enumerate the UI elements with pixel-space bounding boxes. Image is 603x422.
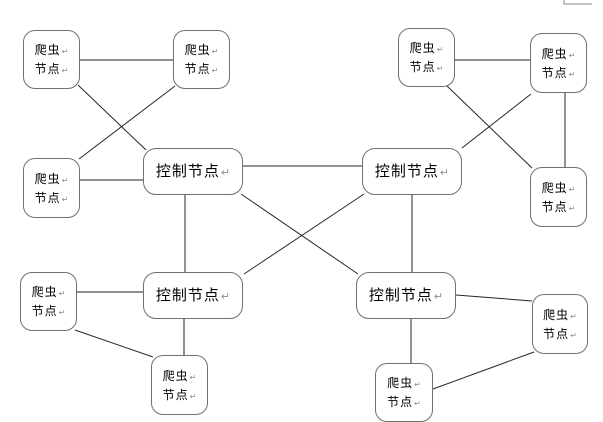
paragraph-mark: ↵	[61, 194, 69, 204]
control-node-2[interactable]: 控制节点↵	[362, 148, 462, 195]
crawler-node-label-line1: 爬虫↵	[541, 46, 576, 61]
crawler-node-label-line2: 节点↵	[31, 304, 66, 318]
control-node-label: 控制节点↵	[155, 163, 231, 180]
crawler-node-top-right-a[interactable]: 爬虫↵ 节点↵	[398, 28, 455, 87]
crawler-node-label-line1: 爬虫↵	[543, 307, 577, 322]
crawler-node-label-line1: 爬虫↵	[162, 368, 197, 383]
crawler-node-top-left-b[interactable]: 爬虫↵ 节点↵	[173, 30, 230, 89]
crawler-node-top-left-a[interactable]: 爬虫↵ 节点↵	[23, 30, 80, 89]
crawler-node-label-line2: 节点↵	[541, 65, 576, 80]
crawler-node-label-line2: 节点↵	[387, 395, 421, 409]
crawler-node-label-line2: 节点↵	[34, 190, 69, 205]
edge-control-2-control-3	[243, 193, 365, 275]
paragraph-mark: ↵	[61, 47, 69, 56]
paragraph-mark: ↵	[189, 372, 197, 382]
paragraph-mark: ↵	[414, 399, 421, 408]
edge-bottom-right-bc-right	[432, 351, 535, 390]
paragraph-mark: ↵	[189, 391, 197, 401]
crawler-node-mid-left[interactable]: 爬虫↵ 节点↵	[23, 158, 80, 218]
crawler-node-label-line1: 爬虫↵	[541, 180, 576, 195]
paragraph-mark: ↵	[220, 291, 231, 303]
edge-bottom-left-bc-left	[74, 329, 154, 358]
paragraph-mark: ↵	[61, 175, 69, 185]
paragraph-mark: ↵	[211, 66, 219, 75]
crawler-node-label-line1: 爬虫↵	[387, 376, 421, 390]
cropped-shape-remnant	[563, 0, 592, 5]
paragraph-mark: ↵	[58, 289, 66, 298]
paragraph-mark: ↵	[436, 45, 444, 54]
paragraph-mark: ↵	[220, 167, 231, 179]
crawler-node-bottom-center-right[interactable]: 爬虫↵ 节点↵	[375, 363, 433, 422]
edge-control-4-bottom-right	[455, 294, 533, 302]
paragraph-mark: ↵	[570, 330, 577, 340]
control-node-3[interactable]: 控制节点↵	[143, 272, 243, 319]
crawler-node-label-line2: 节点↵	[541, 199, 576, 214]
crawler-node-bottom-right[interactable]: 爬虫↵ 节点↵	[532, 294, 588, 354]
paragraph-mark: ↵	[58, 308, 66, 317]
crawler-node-bottom-center-left[interactable]: 爬虫↵ 节点↵	[151, 355, 208, 415]
paragraph-mark: ↵	[414, 380, 421, 389]
paragraph-mark: ↵	[433, 291, 444, 303]
crawler-node-label-line2: 节点↵	[184, 62, 219, 76]
control-node-4[interactable]: 控制节点↵	[356, 272, 456, 319]
paragraph-mark: ↵	[568, 50, 576, 60]
control-node-label: 控制节点↵	[155, 287, 231, 304]
paragraph-mark: ↵	[568, 69, 576, 79]
crawler-node-label-line1: 爬虫↵	[31, 285, 66, 299]
paragraph-mark: ↵	[61, 66, 69, 75]
crawler-node-label-line2: 节点↵	[409, 60, 444, 74]
paragraph-mark: ↵	[439, 167, 450, 179]
paragraph-mark: ↵	[436, 64, 444, 73]
crawler-node-label-line1: 爬虫↵	[34, 171, 69, 186]
edge-tr-b-control-2	[461, 93, 532, 149]
control-node-1[interactable]: 控制节点↵	[143, 148, 243, 195]
paragraph-mark: ↵	[568, 184, 576, 194]
crawler-node-bottom-left[interactable]: 爬虫↵ 节点↵	[20, 272, 77, 331]
crawler-node-label-line2: 节点↵	[162, 387, 197, 402]
crawler-node-label-line2: 节点↵	[34, 62, 69, 76]
crawler-node-label-line1: 爬虫↵	[184, 43, 219, 57]
edge-tl-a-control-1	[77, 84, 147, 151]
edge-control-1-control-4	[240, 193, 359, 275]
crawler-node-mid-right[interactable]: 爬虫↵ 节点↵	[530, 167, 587, 227]
crawler-node-label-line2: 节点↵	[543, 326, 577, 341]
crawler-node-top-right-b[interactable]: 爬虫↵ 节点↵	[530, 33, 587, 93]
edge-tl-b-mid-left	[78, 85, 176, 160]
control-node-label: 控制节点↵	[368, 287, 444, 304]
paragraph-mark: ↵	[568, 203, 576, 213]
crawler-node-label-line1: 爬虫↵	[409, 41, 444, 55]
crawler-node-label-line1: 爬虫↵	[34, 43, 69, 57]
control-node-label: 控制节点↵	[374, 163, 450, 180]
paragraph-mark: ↵	[570, 311, 577, 321]
paragraph-mark: ↵	[211, 47, 219, 56]
